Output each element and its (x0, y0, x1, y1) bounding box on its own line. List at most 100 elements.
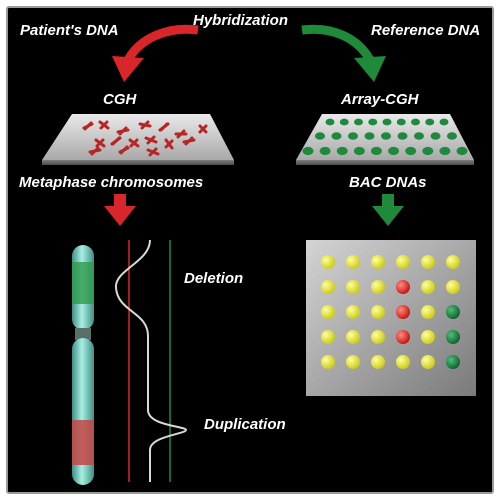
microarray-spots (321, 255, 460, 369)
label-hybridization: Hybridization (193, 12, 289, 29)
spot-yellow (346, 355, 360, 369)
chromosome-mark (148, 147, 158, 157)
deleted-region (72, 262, 94, 304)
spot-yellow (396, 255, 410, 269)
spot-yellow (346, 330, 360, 344)
spot-yellow (371, 255, 385, 269)
plate-dot (430, 132, 441, 140)
spot-green (446, 305, 460, 319)
plate-dot (319, 146, 331, 156)
plate-dot (331, 132, 342, 140)
plate-dot (336, 146, 348, 156)
label-metaphase-chromosomes: Metaphase chromosomes (19, 174, 204, 191)
chromosome-mark (129, 138, 139, 148)
plate-dot (439, 118, 449, 126)
green-down-arrow (372, 194, 404, 226)
label-bac-dnas: BAC DNAs (349, 174, 427, 191)
plate-dot (348, 132, 358, 140)
label-reference-dna: Reference DNA (371, 22, 481, 39)
metaphase-spread (82, 120, 208, 157)
chromosome-mark (118, 126, 128, 136)
chromosome-mark (140, 120, 150, 130)
chromosome-mark (99, 120, 109, 130)
spot-yellow (396, 355, 410, 369)
chromosome-mark (90, 146, 100, 156)
chromosome-mark (198, 124, 208, 134)
spot-yellow (421, 255, 435, 269)
plate-dot (396, 118, 406, 126)
red-down-arrow (104, 194, 136, 226)
plate-dot (388, 146, 400, 156)
cgh-slide (42, 114, 234, 165)
plate-dot (382, 118, 392, 126)
chromosome-mark (119, 145, 129, 155)
spot-yellow (321, 255, 335, 269)
red-curved-arrowhead (112, 56, 144, 82)
array-spots (302, 118, 468, 156)
spot-yellow (321, 330, 335, 344)
spot-yellow (446, 280, 460, 294)
green-curved-arrow (301, 24, 374, 63)
green-curved-arrowhead (354, 56, 386, 82)
spot-yellow (321, 355, 335, 369)
array-cgh-slide (296, 114, 474, 165)
chromosome-mark (176, 129, 186, 139)
plate-dot (414, 132, 424, 140)
spot-yellow (346, 255, 360, 269)
spot-yellow (421, 355, 435, 369)
spot-red (396, 305, 410, 319)
spot-yellow (371, 330, 385, 344)
label-duplication: Duplication (204, 416, 286, 433)
plate-dot (364, 132, 375, 140)
spot-yellow (421, 305, 435, 319)
spot-green (446, 330, 460, 344)
spot-yellow (446, 255, 460, 269)
plate-dot (411, 118, 420, 126)
plate-dot (354, 118, 363, 126)
plate-dot (368, 118, 378, 126)
spot-yellow (371, 280, 385, 294)
plate-dot (325, 118, 335, 126)
spot-yellow (371, 355, 385, 369)
spot-red (396, 280, 410, 294)
plate-dot (397, 132, 408, 140)
plate-dot (425, 118, 435, 126)
spot-red (396, 330, 410, 344)
chromosome-mark (184, 136, 194, 146)
microarray (306, 240, 476, 396)
red-curved-arrow (124, 24, 199, 63)
chromosome-mark (159, 122, 169, 132)
plate-dot (315, 132, 325, 140)
spot-yellow (421, 330, 435, 344)
label-cgh: CGH (103, 91, 137, 108)
spot-yellow (346, 305, 360, 319)
label-patient-dna: Patient's DNA (20, 22, 119, 39)
plate-dot (439, 146, 451, 156)
plate-dot (302, 146, 314, 156)
chromosome-mark (83, 121, 93, 131)
spot-yellow (321, 305, 335, 319)
chromosome (72, 245, 94, 485)
plate-dot (447, 132, 457, 140)
plate-dot (370, 146, 382, 156)
plate-dot (381, 132, 391, 140)
chromosome-mark (95, 138, 105, 148)
label-deletion: Deletion (184, 270, 244, 287)
plate-dot (405, 146, 417, 156)
spot-green (446, 355, 460, 369)
chromosome-mark (164, 139, 174, 149)
spot-yellow (321, 280, 335, 294)
duplicated-region (72, 420, 94, 465)
spot-yellow (371, 305, 385, 319)
ratio-profile-curve (115, 239, 188, 482)
plate-dot (422, 146, 434, 156)
label-array-cgh: Array-CGH (341, 91, 419, 108)
chromosome-mark (111, 136, 121, 146)
plate-dot (339, 118, 349, 126)
plate-dot (353, 146, 365, 156)
chromosome-mark (146, 135, 156, 145)
spot-yellow (346, 280, 360, 294)
plate-dot (456, 146, 468, 156)
